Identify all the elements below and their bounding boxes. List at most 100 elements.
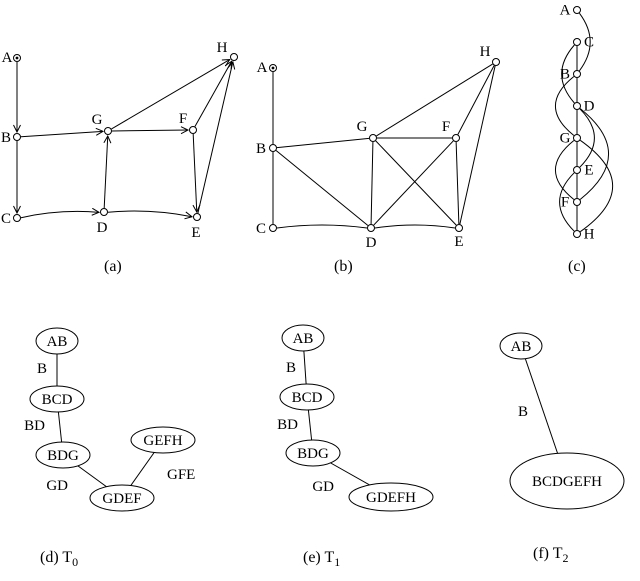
elimination-ordering-c-node-label-D: D: [584, 99, 595, 115]
elimination-ordering-c-node-label-G: G: [560, 131, 571, 147]
undirected-graph-b-node-B: [269, 144, 277, 152]
caption-b: (b): [334, 258, 353, 276]
caption-e-text: (e) T: [303, 549, 335, 566]
elimination-ordering-c-node-C: [573, 38, 581, 46]
tree-decomposition-t0-edge-label-BD: BD: [24, 418, 45, 434]
elimination-ordering-c-node-B: [573, 70, 581, 78]
tree-decomposition-t0-bag-label-BCD: BCD: [42, 392, 73, 408]
undirected-graph-b-edge-G-E: [375, 140, 457, 226]
tree-decomposition-t1-edge-label-BD: BD: [277, 417, 298, 433]
directed-graph-a-node-label-C: C: [1, 211, 11, 227]
tree-decomposition-t0-bag-GEFH: [130, 426, 196, 454]
caption-d-subscript: 0: [72, 555, 79, 570]
elimination-ordering-c-node-E: [573, 166, 581, 174]
elimination-ordering-c-arc-B-G: [554, 76, 575, 136]
elimination-ordering-c-node-label-A: A: [560, 3, 571, 19]
directed-graph-a-node-label-F: F: [179, 111, 187, 127]
undirected-graph-b-edge-G-H: [376, 63, 493, 137]
undirected-graph-b-node-F: [452, 134, 460, 142]
caption-a-text: (a): [104, 258, 122, 275]
tree-decomposition-t1-bag-label-AB: AB: [293, 331, 314, 347]
tree-decomposition-t1-bag-label-BDG: BDG: [297, 446, 329, 462]
undirected-graph-b-node-label-A: A: [257, 60, 268, 76]
undirected-graph-b-node-label-H: H: [480, 44, 491, 60]
undirected-graph-b-node-E: [455, 224, 463, 232]
undirected-graph-b-edge-D-F: [373, 140, 454, 226]
undirected-graph-b-node-C: [269, 224, 277, 232]
tree-decomposition-t1-bag-BDG: [285, 439, 341, 467]
elimination-ordering-c-node-D: [573, 102, 581, 110]
tree-decomposition-t2-bag-label-AB: AB: [511, 339, 532, 355]
tree-decomposition-t0-edge-label-GFE: GFE: [167, 467, 195, 483]
directed-graph-a-edge-D-G: [103, 134, 112, 209]
tree-decomposition-t0-bag-label-GEFH: GEFH: [143, 433, 182, 449]
undirected-graph-b-edge-E-F: [455, 141, 460, 225]
elimination-ordering-c-node-label-H: H: [584, 227, 595, 243]
directed-graph-a-edge-F-H: [194, 60, 233, 127]
undirected-graph-b-node-label-B: B: [256, 141, 266, 157]
tree-decomposition-t1-edge-label-B: B: [286, 360, 296, 376]
elimination-ordering-c-node-label-B: B: [560, 67, 570, 83]
tree-decomposition-t1-bag-GDEFH: [348, 482, 434, 512]
undirected-graph-b-node-label-D: D: [366, 235, 377, 251]
elimination-ordering-c-arc-D-F: [579, 108, 610, 200]
directed-graph-a-node-E: [193, 213, 201, 221]
directed-graph-a-node-G: [104, 127, 112, 135]
undirected-graph-b-edge-B-D: [275, 150, 369, 226]
undirected-graph-b-edge-C-D: [276, 224, 368, 229]
directed-graph-a-edge-G-H: [111, 58, 231, 130]
directed-graph-a-node-label-G: G: [92, 112, 103, 128]
undirected-graph-b-node-dot-A: [271, 66, 275, 70]
undirected-graph-b-node-label-G: G: [357, 119, 368, 135]
tree-decomposition-t0-bag-BCD: [29, 385, 85, 413]
directed-graph-a-node-label-E: E: [191, 225, 200, 241]
undirected-graph-b-node-G: [369, 134, 377, 142]
directed-graph-a-edge-B-G: [20, 127, 105, 138]
tree-decomposition-t0-bag-label-BDG: BDG: [47, 448, 79, 464]
directed-graph-a-node-C: [13, 214, 21, 222]
caption-c-text: (c): [568, 258, 586, 275]
tree-decomposition-t0-bag-GDEF: [89, 484, 155, 512]
undirected-graph-b-node-D: [367, 224, 375, 232]
directed-graph-a-node-B: [13, 133, 21, 141]
elimination-ordering-c-node-label-E: E: [584, 163, 593, 179]
tree-decomposition-t2-bag-label-BCDGEFH: BCDGEFH: [532, 474, 602, 490]
tree-decomposition-t0-bag-label-AB: AB: [47, 334, 68, 350]
directed-graph-a-node-H: [230, 53, 238, 61]
undirected-graph-b-edge-F-H: [457, 65, 495, 135]
caption-e-subscript: 1: [334, 555, 341, 570]
directed-graph-a-node-dot-A: [15, 56, 19, 60]
undirected-graph-b-node-label-E: E: [454, 234, 463, 250]
caption-f-text: (f) T: [533, 545, 563, 562]
tree-decomposition-t0-bag-BDG: [35, 441, 91, 469]
tree-decomposition-t1-bag-label-BCD: BCD: [292, 390, 323, 406]
undirected-graph-b-node-H: [492, 58, 500, 66]
elimination-ordering-c-arc-E-H: [559, 172, 575, 232]
elimination-ordering-c-arc-D-E: [579, 108, 595, 168]
directed-graph-a-edge-D-E: [107, 210, 194, 220]
directed-graph-a-edge-G-F: [111, 126, 190, 135]
elimination-ordering-c-arc-G-H: [579, 139, 614, 233]
elimination-ordering-c-arc-C-D: [561, 44, 575, 104]
directed-graph-a-edge-F-E: [192, 133, 201, 214]
tree-decomposition-t2-bag-AB: [499, 332, 543, 360]
elimination-ordering-c-node-G: [573, 134, 581, 142]
caption-e: (e) T1: [303, 549, 340, 570]
tree-decomposition-t1-edge-label-GD: GD: [312, 479, 334, 495]
elimination-ordering-c-arc-A-B: [578, 12, 591, 72]
elimination-ordering-c-node-label-C: C: [584, 35, 594, 51]
directed-graph-a-node-F: [189, 126, 197, 134]
undirected-graph-b-edge-B-G: [276, 137, 370, 149]
tree-decomposition-t2-edge-label-B: B: [518, 404, 528, 420]
directed-graph-a-node-label-D: D: [97, 220, 108, 236]
elimination-ordering-c-node-A: [573, 6, 581, 14]
undirected-graph-b-node-label-C: C: [256, 221, 266, 237]
undirected-graph-b-node-label-F: F: [442, 119, 450, 135]
tree-decomposition-t0-edge-label-B: B: [37, 361, 47, 377]
elimination-ordering-c-node-F: [573, 198, 581, 206]
tree-decomposition-t1-bag-label-GDEFH: GDEFH: [366, 490, 416, 506]
caption-f: (f) T2: [533, 545, 568, 566]
directed-graph-a-node-label-A: A: [2, 50, 13, 66]
elimination-ordering-c-node-label-F: F: [561, 195, 569, 211]
